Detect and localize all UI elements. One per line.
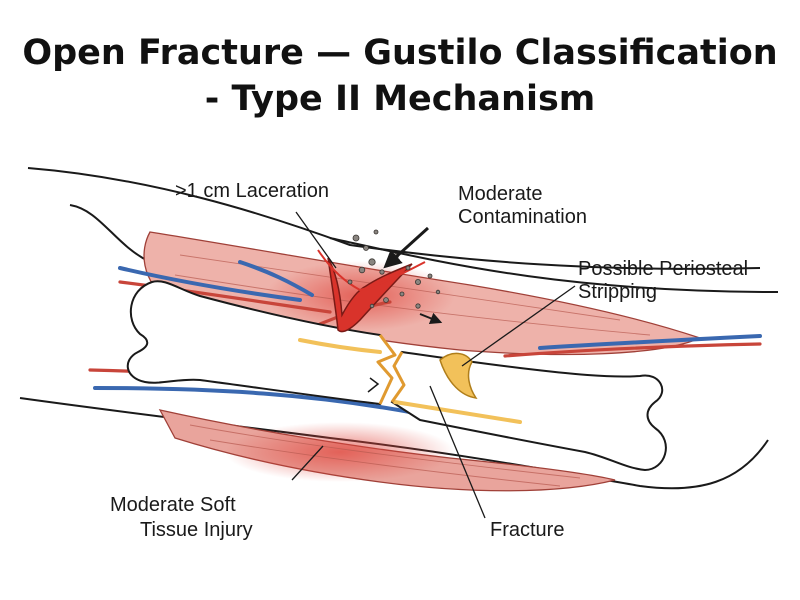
periosteal-label-1: Possible Periosteal — [578, 258, 749, 280]
soft-tissue-leader — [291, 445, 324, 481]
leader-lines — [291, 211, 576, 519]
wound-edge-upper — [317, 249, 426, 292]
periosteal-label-2: Stripping — [578, 281, 657, 303]
fracture-crack — [367, 377, 380, 393]
lower-bruise — [225, 422, 455, 482]
diagram-title: Open Fracture — Gustilo Classification -… — [0, 30, 800, 122]
periosteal-stripping — [439, 352, 478, 399]
laceration-wound — [327, 257, 413, 333]
proximal-bone-fragment — [126, 280, 397, 406]
title-line-1: Open Fracture — Gustilo Classification — [22, 33, 778, 73]
contamination-label-2: Contamination — [458, 206, 587, 228]
skin-outline — [19, 167, 779, 490]
title-line-2: - Type II Mechanism — [204, 79, 596, 119]
contamination-label-1: Moderate — [458, 183, 543, 205]
laceration-label: >1 cm Laceration — [175, 180, 329, 202]
periosteal-leader — [461, 285, 576, 367]
laceration-leader — [295, 211, 337, 269]
contamination-arrow — [383, 226, 430, 269]
fracture-line — [376, 334, 406, 405]
fracture-label: Fracture — [490, 519, 565, 541]
fracture-leader — [429, 385, 486, 519]
periosteum-edge — [298, 338, 522, 424]
debris-direction-arrow — [419, 312, 443, 325]
soft-tissue-label-1: Moderate Soft — [110, 494, 236, 516]
soft-tissue-label-2: Tissue Injury — [140, 519, 253, 541]
